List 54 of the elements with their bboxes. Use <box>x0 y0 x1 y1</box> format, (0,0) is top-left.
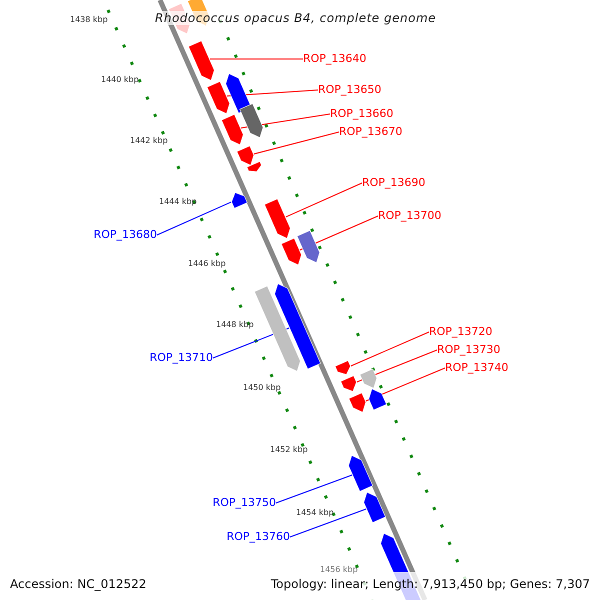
scale-label: 1454 kbp <box>296 509 334 517</box>
gene-block <box>364 492 386 523</box>
genome-info-text: Topology: linear; Length: 7,913,450 bp; Genes: 7,307 <box>270 578 590 590</box>
gene-block <box>281 238 302 266</box>
gene-block <box>254 286 301 372</box>
leader-line <box>365 368 446 402</box>
leader-line <box>356 350 438 382</box>
gene-label: ROP_13640 <box>303 53 366 64</box>
gene-label: ROP_13740 <box>445 362 508 373</box>
leader-line <box>253 132 340 154</box>
gene-block <box>348 455 373 492</box>
gene-block <box>334 360 351 375</box>
gene-label: ROP_13750 <box>212 497 276 508</box>
gene-label: ROP_13690 <box>362 177 426 188</box>
gene-block <box>226 73 252 114</box>
scale-label: 1452 kbp <box>270 446 308 454</box>
gene-block <box>246 161 262 172</box>
gene-block <box>296 230 320 263</box>
gene-label: ROP_13660 <box>330 108 394 119</box>
gene-block <box>240 103 264 138</box>
gene-label: ROP_13700 <box>378 210 442 221</box>
gene-block <box>206 81 230 114</box>
gene-label: ROP_13670 <box>339 126 402 137</box>
scale-label: 1448 kbp <box>216 321 254 329</box>
scale-label: 1456 kbp <box>320 566 358 574</box>
scale-label: 1438 kbp <box>70 16 108 24</box>
gene-block <box>188 40 214 81</box>
scale-label: 1442 kbp <box>130 137 168 145</box>
gene-label: ROP_13680 <box>94 229 157 240</box>
gene-block <box>360 368 378 388</box>
gene-label: ROP_13720 <box>429 326 492 337</box>
gene-label: ROP_13730 <box>437 344 500 355</box>
gene-block <box>340 376 357 392</box>
leader-line <box>209 58 304 60</box>
gene-label: ROP_13650 <box>318 84 382 95</box>
scale-label: 1446 kbp <box>188 260 226 268</box>
scale-label: 1444 kbp <box>159 198 197 206</box>
gene-block <box>348 392 366 412</box>
gene-block <box>274 284 321 370</box>
leader-line <box>276 474 353 504</box>
leader-line <box>285 182 362 218</box>
leader-line <box>350 332 430 366</box>
gene-label: ROP_13710 <box>150 352 213 363</box>
scale-label: 1450 kbp <box>243 384 281 392</box>
gene-block <box>264 198 290 239</box>
leader-line <box>156 202 232 236</box>
accession-text: Accession: NC_012522 <box>10 578 146 590</box>
gene-block <box>221 114 244 145</box>
gene-label: ROP_13760 <box>226 531 290 542</box>
gene-block <box>368 388 387 410</box>
leader-line <box>290 508 367 538</box>
gene-block <box>231 192 248 208</box>
gene-block <box>236 146 254 166</box>
scale-label: 1440 kbp <box>101 76 139 84</box>
